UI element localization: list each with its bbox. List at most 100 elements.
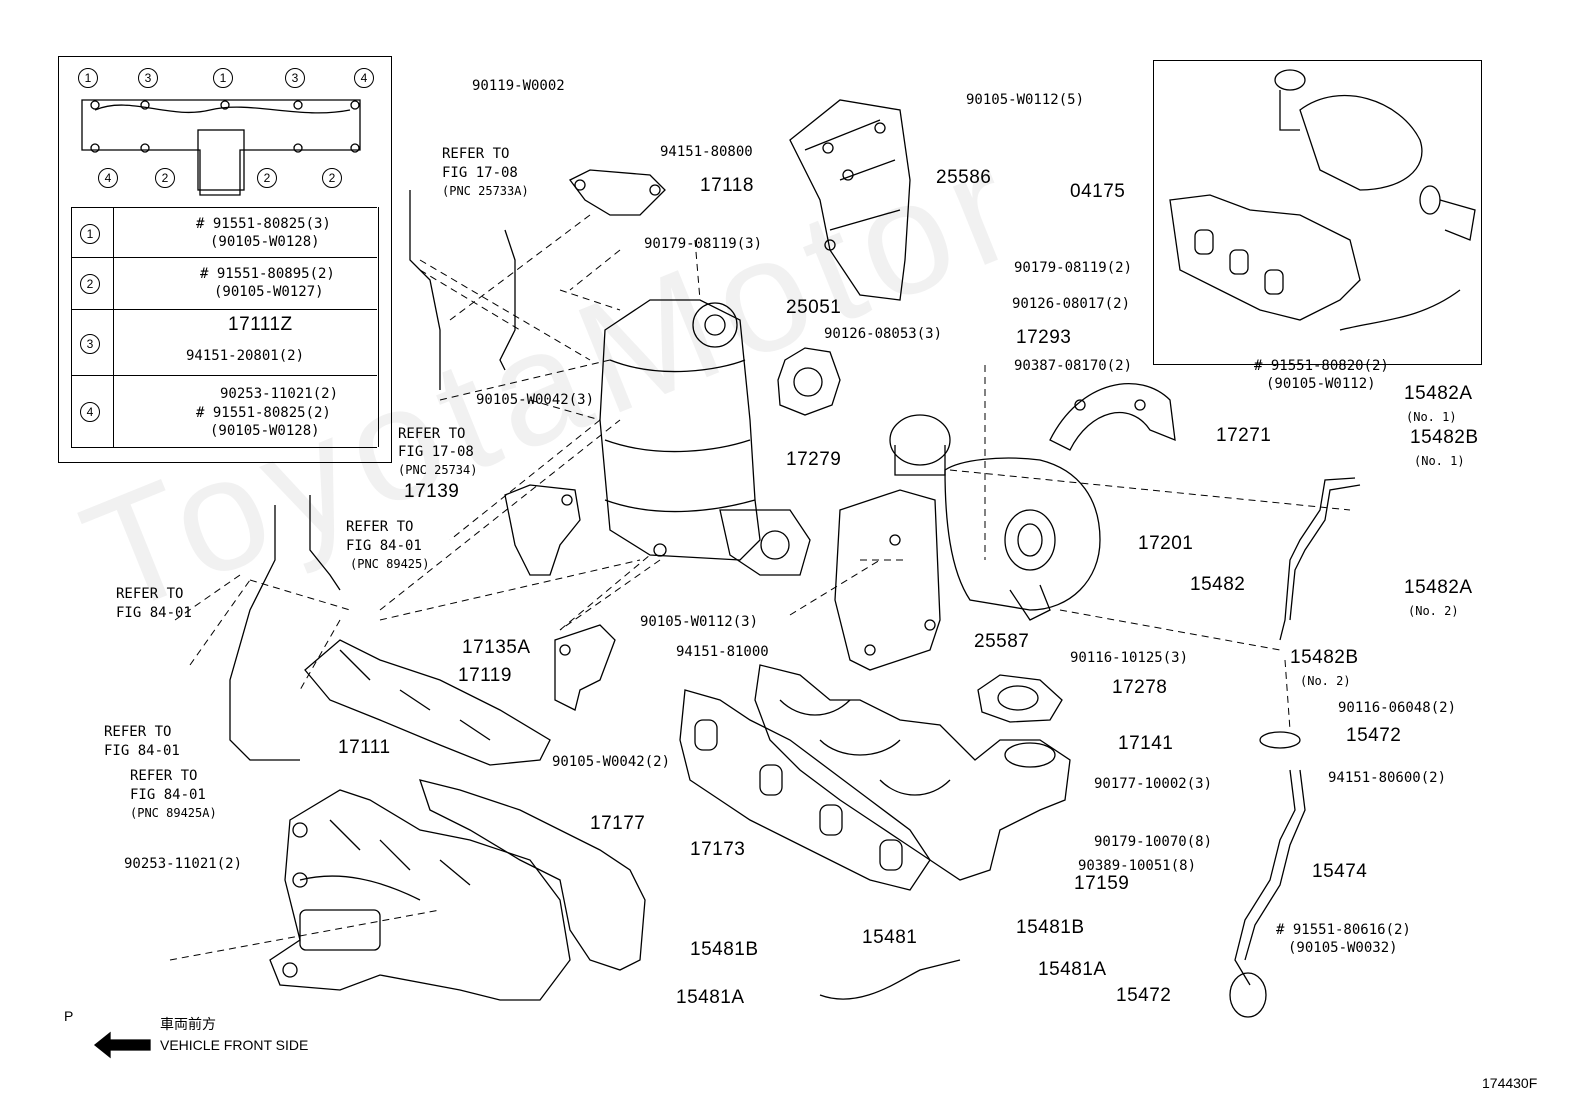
part-label: (No. 2) — [1408, 604, 1459, 618]
legend-row-part: # 91551-80825(3) — [196, 216, 331, 232]
part-label: 90126-08017(2) — [1012, 296, 1131, 312]
legend-row-part: # 91551-80895(2) — [200, 266, 335, 282]
part-label: 15481A — [1038, 959, 1107, 980]
part-label: 90389-10051(8) — [1078, 858, 1197, 874]
part-label: 17271 — [1216, 425, 1272, 446]
part-label: 17141 — [1118, 733, 1174, 754]
part-17279-gasket — [777, 347, 841, 416]
part-label: 15472 — [1346, 725, 1402, 746]
part-label: 15482B — [1410, 427, 1479, 448]
part-17201-turbo — [889, 414, 1101, 621]
legend-column-divider — [113, 207, 114, 447]
part-label: 90179-10070(8) — [1094, 834, 1213, 850]
vehicle-front-arrow — [93, 1031, 151, 1059]
part-label: 17279 — [786, 449, 842, 470]
legend-callout: 2 — [322, 168, 342, 188]
part-label: 15474 — [1312, 861, 1368, 882]
legend-row-number: 1 — [80, 224, 100, 244]
refer-note: REFER TO — [116, 586, 184, 602]
part-label: 90105-W0042(2) — [552, 754, 671, 770]
refer-note: FIG 84-01 — [346, 538, 422, 554]
page-letter: P — [64, 1008, 74, 1024]
part-label: 90126-08053(3) — [824, 326, 943, 342]
part-label: 17111 — [338, 737, 391, 758]
part-label: 25051 — [786, 297, 842, 318]
legend-row-number: 2 — [80, 274, 100, 294]
legend-callout: 2 — [155, 168, 175, 188]
part-17141-manifold — [754, 664, 1071, 881]
part-label: 15482A — [1404, 383, 1473, 404]
part-17271-insulator — [1049, 382, 1176, 451]
fastener-legend — [58, 56, 392, 463]
part-label: 17118 — [700, 175, 754, 196]
part-17111-intake — [269, 789, 571, 1001]
part-17135A-insulator — [304, 639, 551, 766]
refer-note: (PNC 25734) — [398, 463, 478, 477]
legend-manifold-sketch — [81, 99, 361, 196]
refer-note: FIG 17-08 — [398, 444, 474, 460]
refer-note: FIG 84-01 — [104, 743, 180, 759]
refer-note: FIG 84-01 — [130, 787, 206, 803]
refer-note: REFER TO — [346, 519, 414, 535]
direction-label-jp: 車両前方 — [160, 1016, 216, 1032]
part-label: 90105-W0112(5) — [966, 92, 1085, 108]
legend-divider — [71, 257, 377, 258]
legend-row-part: 17111Z — [228, 314, 293, 335]
legend-callout: 2 — [257, 168, 277, 188]
legend-divider — [71, 447, 377, 448]
part-17139-bracket — [504, 484, 581, 576]
refer-note: (PNC 89425) — [350, 557, 430, 571]
part-label: (No. 1) — [1414, 454, 1465, 468]
part-label: 17293 — [1016, 327, 1072, 348]
part-label: 17159 — [1074, 873, 1130, 894]
part-17173-gasket — [679, 689, 931, 891]
figure-id: 174430F — [1482, 1075, 1538, 1091]
refer-note: FIG 17-08 — [442, 165, 518, 181]
part-label: 15482B — [1290, 647, 1359, 668]
legend-divider — [71, 309, 377, 310]
part-label: 15481 — [862, 927, 918, 948]
part-label: 15472 — [1116, 985, 1172, 1006]
part-label: 17135A — [462, 637, 531, 658]
part-label: 17119 — [458, 665, 512, 686]
part-25587-insulator — [834, 489, 941, 671]
legend-callout: 4 — [354, 68, 374, 88]
part-label: 15482A — [1404, 577, 1473, 598]
refer-note: REFER TO — [398, 426, 466, 442]
legend-row-part: (90105-W0127) — [214, 284, 324, 300]
inset-turbo-sketch — [1169, 69, 1476, 331]
part-label: 94151-81000 — [676, 644, 769, 660]
part-label: 90119-W0002 — [472, 78, 565, 94]
part-label: 17173 — [690, 839, 746, 860]
part-label: 94151-80600(2) — [1328, 770, 1447, 786]
part-label: 15481B — [690, 939, 759, 960]
refer-note: (PNC 25733A) — [442, 184, 529, 198]
part-label: 15481A — [676, 987, 745, 1008]
part-label: 17177 — [590, 813, 646, 834]
legend-callout: 3 — [138, 68, 158, 88]
part-label: 90177-10002(3) — [1094, 776, 1213, 792]
inset-assembly-box — [1153, 60, 1482, 365]
part-label: (No. 2) — [1300, 674, 1351, 688]
legend-row-part: (90105-W0128) — [210, 423, 320, 439]
part-label: (90105-W0032) — [1288, 940, 1398, 956]
legend-row-part: (90105-W0128) — [210, 234, 320, 250]
part-label: 17201 — [1138, 533, 1194, 554]
oil-pipes — [1229, 477, 1361, 1018]
refer-note: (PNC 89425A) — [130, 806, 217, 820]
direction-label-en: VEHICLE FRONT SIDE — [160, 1037, 309, 1053]
legend-divider — [71, 207, 377, 208]
sensor-wires — [229, 190, 961, 1000]
part-label: 90116-10125(3) — [1070, 650, 1189, 666]
part-label: 90105-W0042(3) — [476, 392, 595, 408]
part-label: 90387-08170(2) — [1014, 358, 1133, 374]
part-17278-gasket — [977, 674, 1063, 723]
legend-row-number: 4 — [80, 402, 100, 422]
refer-note: REFER TO — [442, 146, 510, 162]
part-label: 94151-80800 — [660, 144, 753, 160]
part-label: 04175 — [1070, 181, 1126, 202]
part-label: # 91551-80616(2) — [1276, 922, 1411, 938]
legend-table — [71, 207, 379, 447]
part-label: 90179-08119(2) — [1014, 260, 1133, 276]
